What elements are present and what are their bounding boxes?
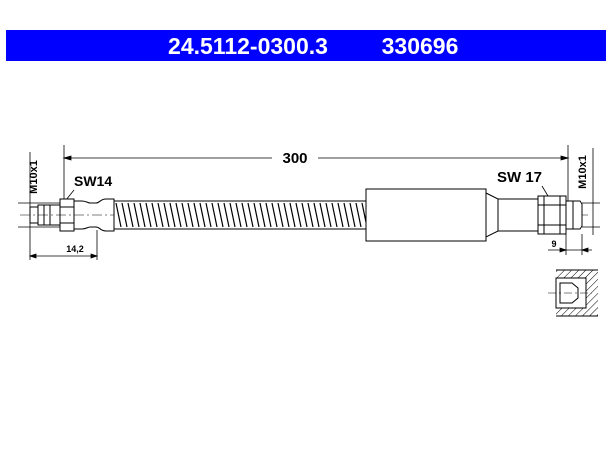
hose-rib <box>337 202 344 228</box>
hose-rib <box>301 202 308 228</box>
hose-rib <box>205 202 212 228</box>
hose-rib <box>139 202 146 228</box>
right-thread-label: M10x1 <box>577 155 589 189</box>
hose-rib <box>181 202 188 228</box>
right-thread-dimension <box>582 148 600 235</box>
hose-rib <box>223 202 230 228</box>
hose-rib <box>289 202 296 228</box>
left-fitting-length-label: 14,2 <box>66 244 84 254</box>
hose-rib <box>211 202 218 228</box>
right-wrench-size-label: SW 17 <box>497 169 542 186</box>
port-detail <box>548 269 598 317</box>
hose-rib <box>355 202 362 228</box>
hose-rib <box>253 202 260 228</box>
hose-rib <box>325 202 332 228</box>
right-fitting <box>537 195 583 235</box>
right-wrench-leader <box>541 185 549 197</box>
hose-rib <box>229 202 236 228</box>
hose-rib <box>157 202 164 228</box>
left-fitting <box>29 198 115 232</box>
right-detail-dimension <box>548 234 592 255</box>
hose-rib <box>145 202 152 228</box>
hose-rib <box>307 202 314 228</box>
hose-rib <box>283 202 290 228</box>
hose-rib <box>187 202 194 228</box>
left-wrench-size-label: SW14 <box>74 173 112 189</box>
corrugated-hose <box>113 200 368 230</box>
hose-rib <box>235 202 242 228</box>
left-wrench-leader <box>65 189 75 201</box>
hose-rib <box>163 202 170 228</box>
part-number: 24.5112-0300.3 <box>168 33 328 59</box>
reference-number: 330696 <box>382 33 459 59</box>
hose-rib <box>217 202 224 228</box>
hose-rib <box>169 202 176 228</box>
hose-rib <box>151 202 158 228</box>
hose-rib <box>175 202 182 228</box>
hose-rib <box>247 202 254 228</box>
hose-rib <box>115 202 122 228</box>
hose-rib <box>259 202 266 228</box>
hose-rib <box>349 202 356 228</box>
left-fitting-dimension <box>28 230 99 260</box>
crimp-sleeve <box>365 188 539 242</box>
hose-rib <box>199 202 206 228</box>
hose-rib <box>319 202 326 228</box>
hose-rib <box>265 202 272 228</box>
hose-rib <box>313 202 320 228</box>
hose-rib <box>193 202 200 228</box>
hose-rib <box>133 202 140 228</box>
header-bar <box>6 30 606 61</box>
hose-rib <box>343 202 350 228</box>
hose-rib <box>121 202 128 228</box>
hose-rib <box>241 202 248 228</box>
overall-length-label: 300 <box>282 150 307 167</box>
hose-rib <box>127 202 134 228</box>
hose-rib <box>295 202 302 228</box>
left-thread-label: M10x1 <box>28 160 40 194</box>
right-detail-length-label: 9 <box>551 239 556 249</box>
overall-length-dimension <box>62 145 570 205</box>
hose-rib <box>331 202 338 228</box>
hose-rib <box>271 202 278 228</box>
hose-rib <box>277 202 284 228</box>
